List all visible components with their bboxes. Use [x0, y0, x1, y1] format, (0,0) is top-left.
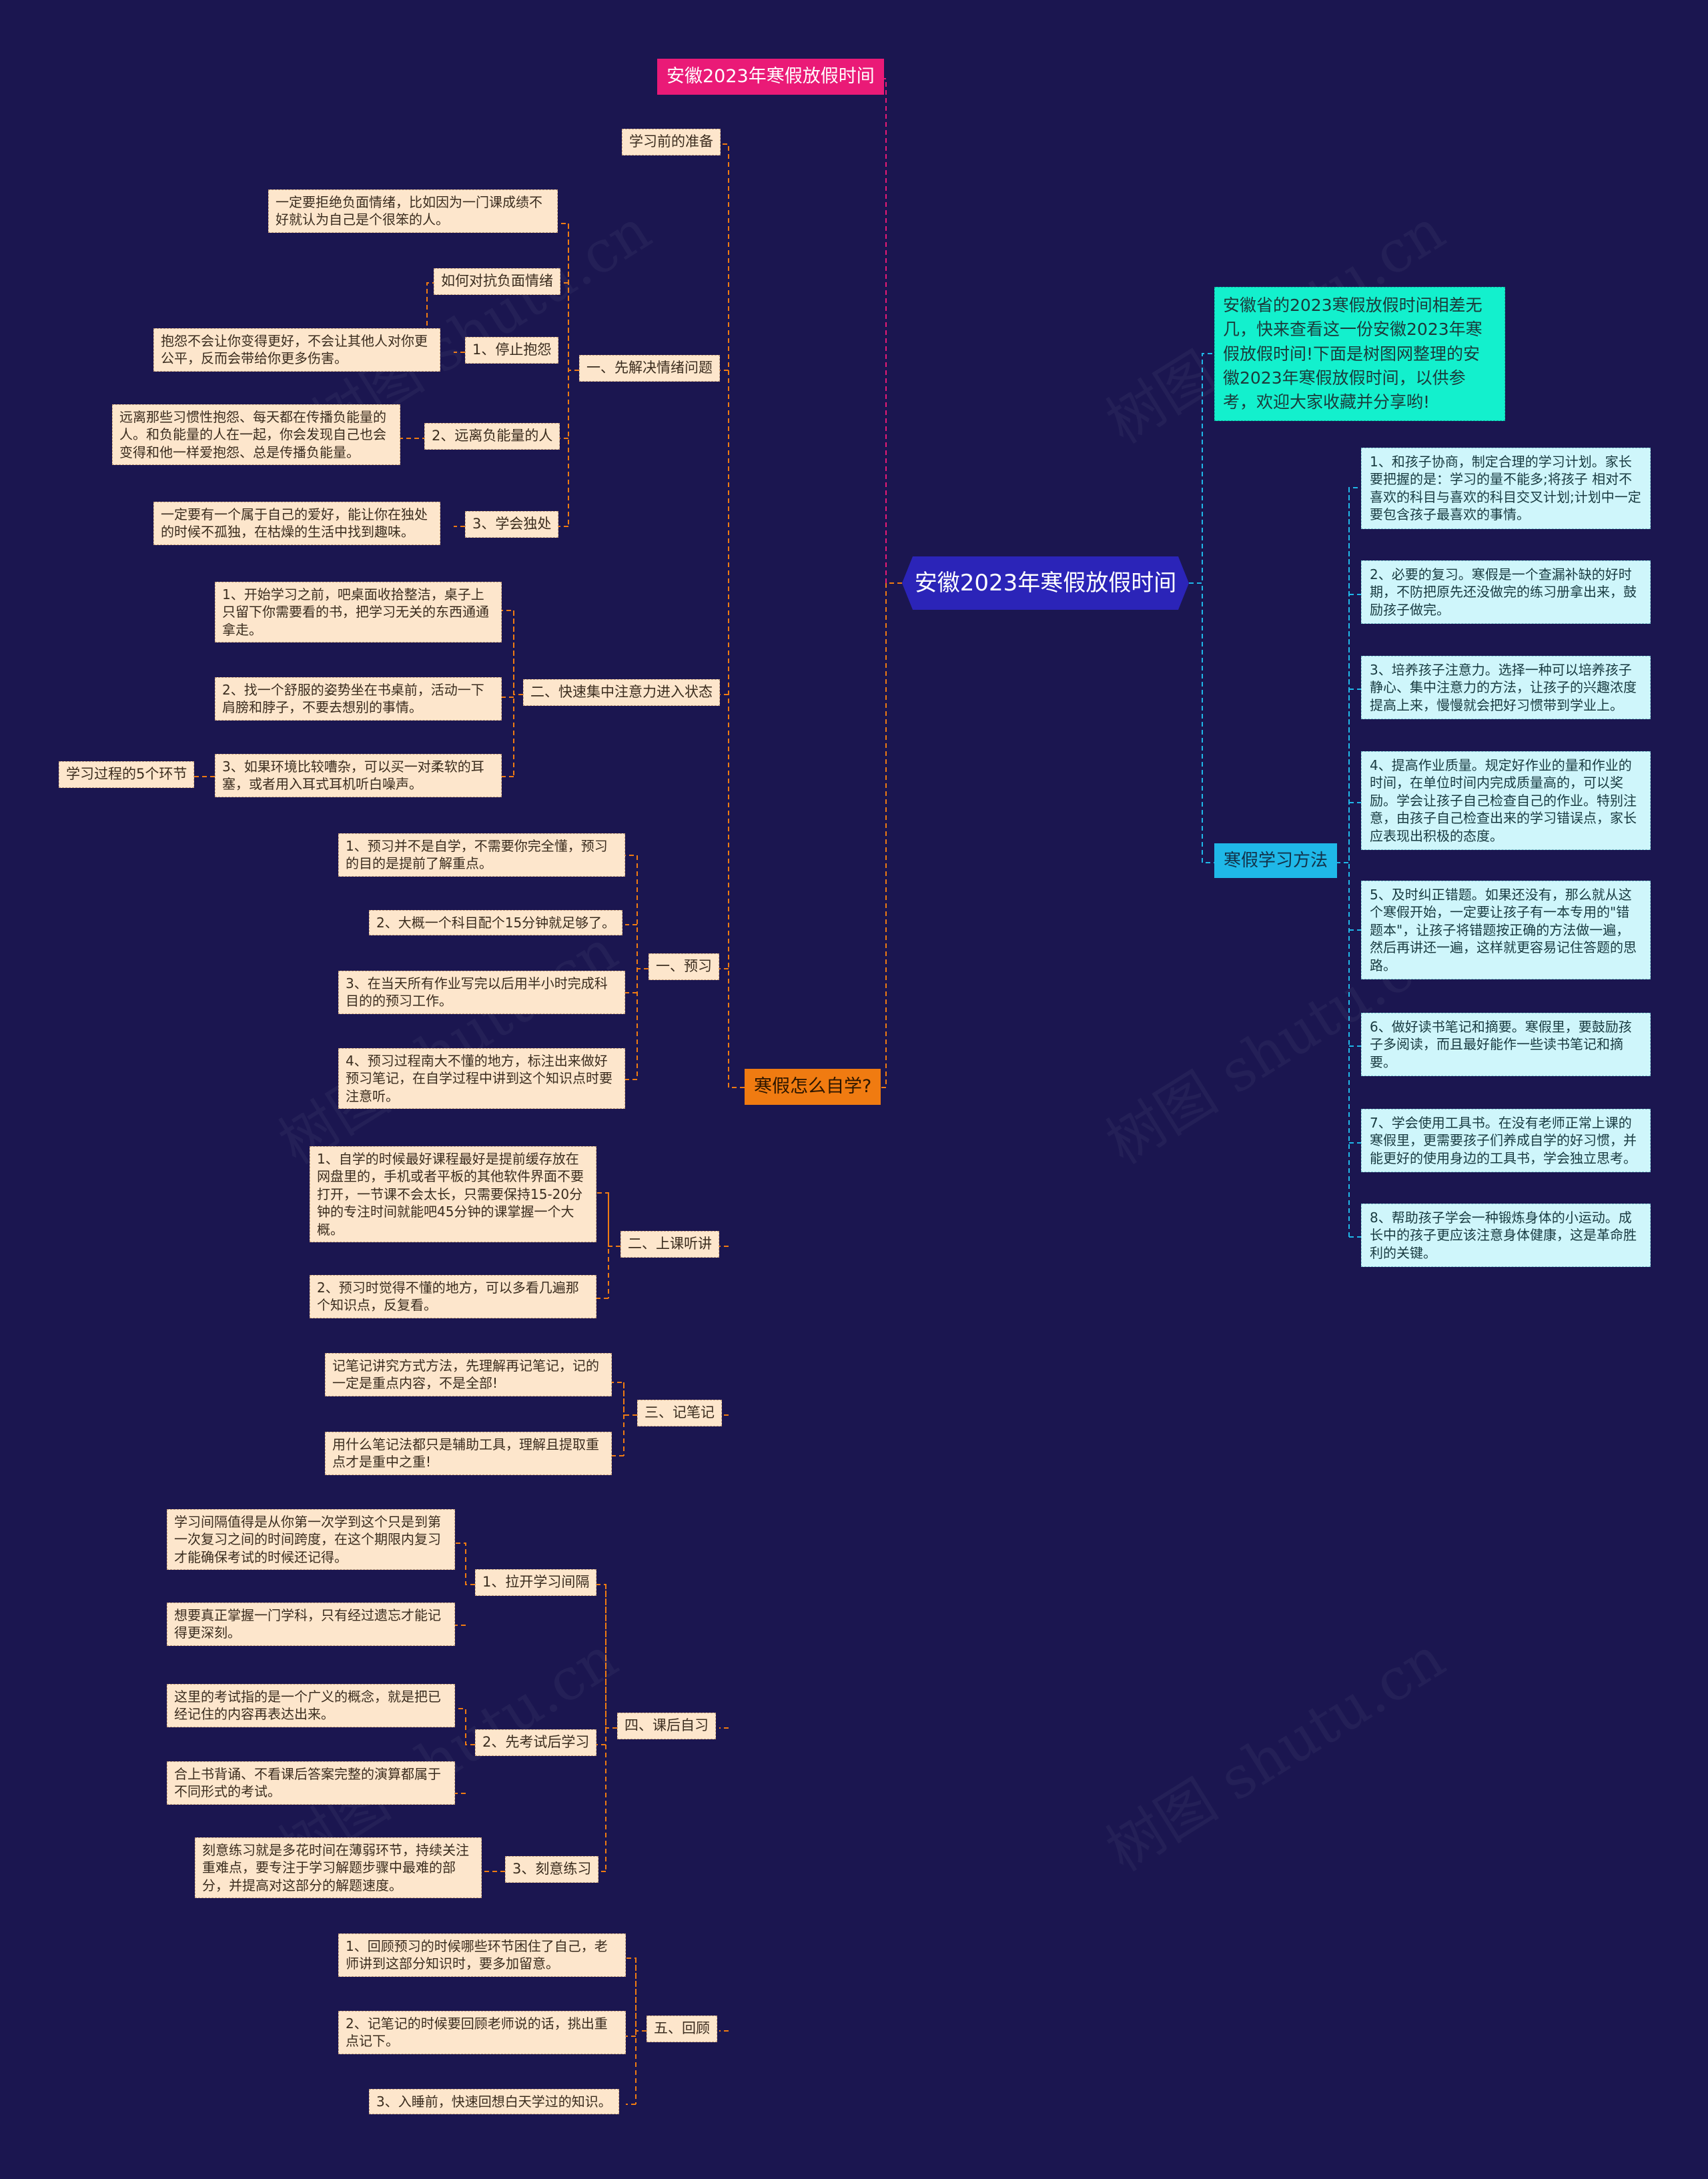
- review-spacing-1: 学习间隔值得是从你第一次学到这个只是到第一次复习之间的时间跨度，在这个期限内复习…: [167, 1509, 455, 1571]
- top-title-node[interactable]: 安徽2023年寒假放假时间: [657, 59, 884, 95]
- emotion-stop-text: 抱怨不会让你变得更好，不会让其他人对你更公平，反而会带给你更多伤害。: [153, 328, 440, 372]
- branch-emotion[interactable]: 一、先解决情绪问题: [579, 355, 720, 382]
- preview-item-4: 4、预习过程南大不懂的地方，标注出来做好预习笔记，在自学过程中讲到这个知识点时要…: [338, 1048, 625, 1110]
- branch-recall[interactable]: 五、回顾: [647, 2016, 717, 2042]
- method-item-2: 2、必要的复习。寒假是一个查漏补缺的好时期，不防把原先还没做完的练习册拿出来，鼓…: [1361, 560, 1651, 624]
- method-item-5: 5、及时纠正错题。如果还没有，那么就从这个寒假开始，一定要让孩子有一本专用的"错…: [1361, 881, 1651, 979]
- review-test-1: 这里的考试指的是一个广义的概念，就是把已经记住的内容再表达出来。: [167, 1684, 455, 1727]
- focus-side-label[interactable]: 学习过程的5个环节: [59, 761, 195, 788]
- review-deliberate-text: 刻意练习就是多花时间在薄弱环节，持续关注重难点，要专注于学习解题步骤中最难的部分…: [195, 1837, 482, 1899]
- root-title: 安徽2023年寒假放假时间: [914, 569, 1177, 596]
- review-test[interactable]: 2、先考试后学习: [475, 1729, 597, 1756]
- root-node[interactable]: 安徽2023年寒假放假时间: [902, 556, 1189, 610]
- review-deliberate[interactable]: 3、刻意练习: [505, 1856, 599, 1883]
- recall-item-3: 3、入睡前，快速回想白天学过的知识。: [369, 2089, 619, 2115]
- intro-node[interactable]: 安徽省的2023寒假放假时间相差无几，快来查看这一份安徽2023年寒假放假时间!…: [1214, 287, 1505, 422]
- branch-preview[interactable]: 一、预习: [649, 953, 719, 980]
- emotion-alone-text: 一定要有一个属于自己的爱好，能让你在独处的时候不孤独，在枯燥的生活中找到趣味。: [153, 502, 440, 545]
- lecture-item-2: 2、预习时觉得不懂的地方，可以多看几遍那个知识点，反复看。: [310, 1275, 596, 1318]
- preview-item-1: 1、预习并不是自学，不需要你完全懂，预习的目的是提前了解重点。: [338, 833, 625, 877]
- preview-item-3: 3、在当天所有作业写完以后用半小时完成科目的的预习工作。: [338, 971, 625, 1014]
- notes-item-2: 用什么笔记法都只是辅助工具，理解且提取重点才是重中之重!: [325, 1432, 612, 1475]
- self-study-node[interactable]: 寒假怎么自学?: [745, 1069, 881, 1105]
- notes-item-1: 记笔记讲究方式方法，先理解再记笔记，记的一定是重点内容，不是全部!: [325, 1353, 612, 1396]
- lecture-item-1: 1、自学的时候最好课程最好是提前缓存放在网盘里的，手机或者平板的其他软件界面不要…: [310, 1146, 596, 1242]
- recall-item-1: 1、回顾预习的时候哪些环节困住了自己，老师讲到这部分知识时，要多加留意。: [338, 1933, 626, 1977]
- method-item-7: 7、学会使用工具书。在没有老师正常上课的寒假里，更需要孩子们养成自学的好习惯，并…: [1361, 1109, 1651, 1173]
- branch-lecture[interactable]: 二、上课听讲: [620, 1231, 719, 1258]
- branch-focus[interactable]: 二、快速集中注意力进入状态: [523, 679, 720, 706]
- focus-item-2: 2、找一个舒服的姿势坐在书桌前，活动一下肩膀和脖子，不要去想别的事情。: [215, 677, 502, 721]
- review-spacing-2: 想要真正掌握一门学科，只有经过遗忘才能记得更深刻。: [167, 1603, 455, 1646]
- method-node[interactable]: 寒假学习方法: [1214, 843, 1338, 879]
- method-item-8: 8、帮助孩子学会一种锻炼身体的小运动。成长中的孩子更应该注意身体健康，这是革命胜…: [1361, 1204, 1651, 1268]
- focus-item-3: 3、如果环境比较嘈杂，可以买一对柔软的耳塞，或者用入耳式耳机听白噪声。: [215, 754, 502, 797]
- emotion-avoid[interactable]: 2、远离负能量的人: [424, 423, 560, 450]
- recall-item-2: 2、记笔记的时候要回顾老师说的话，挑出重点记下。: [338, 2011, 626, 2054]
- emotion-alone[interactable]: 3、学会独处: [465, 511, 559, 538]
- branch-prep[interactable]: 学习前的准备: [622, 129, 721, 155]
- method-item-6: 6、做好读书笔记和摘要。寒假里，要鼓励孩子多阅读，而且最好能作一些读书笔记和摘要…: [1361, 1013, 1651, 1077]
- preview-item-2: 2、大概一个科目配个15分钟就足够了。: [369, 910, 623, 936]
- branch-notes[interactable]: 三、记笔记: [637, 1400, 722, 1426]
- emotion-avoid-text: 远离那些习惯性抱怨、每天都在传播负能量的人。和负能量的人在一起，你会发现自己也会…: [112, 404, 400, 466]
- branch-review[interactable]: 四、课后自习: [617, 1713, 716, 1739]
- method-item-3: 3、培养孩子注意力。选择一种可以培养孩子静心、集中注意力的方法，让孩子的兴趣浓度…: [1361, 656, 1651, 720]
- focus-item-1: 1、开始学习之前，吧桌面收拾整洁，桌子上只留下你需要看的书，把学习无关的东西通通…: [215, 582, 502, 643]
- emotion-negative-leaf: 一定要拒绝负面情绪，比如因为一门课成绩不好就认为自己是个很笨的人。: [268, 189, 558, 233]
- review-spacing[interactable]: 1、拉开学习间隔: [475, 1569, 597, 1596]
- root-hexagon: [902, 556, 1189, 610]
- review-test-2: 合上书背诵、不看课后答案完整的演算都属于不同形式的考试。: [167, 1761, 455, 1805]
- emotion-stop[interactable]: 1、停止抱怨: [465, 337, 559, 364]
- method-item-1: 1、和孩子协商，制定合理的学习计划。家长要把握的是：学习的量不能多;将孩子 相对…: [1361, 448, 1651, 529]
- method-item-4: 4、提高作业质量。规定好作业的量和作业的时间，在单位时间内完成质量高的，可以奖励…: [1361, 751, 1651, 850]
- emotion-negative-title[interactable]: 如何对抗负面情绪: [434, 268, 560, 295]
